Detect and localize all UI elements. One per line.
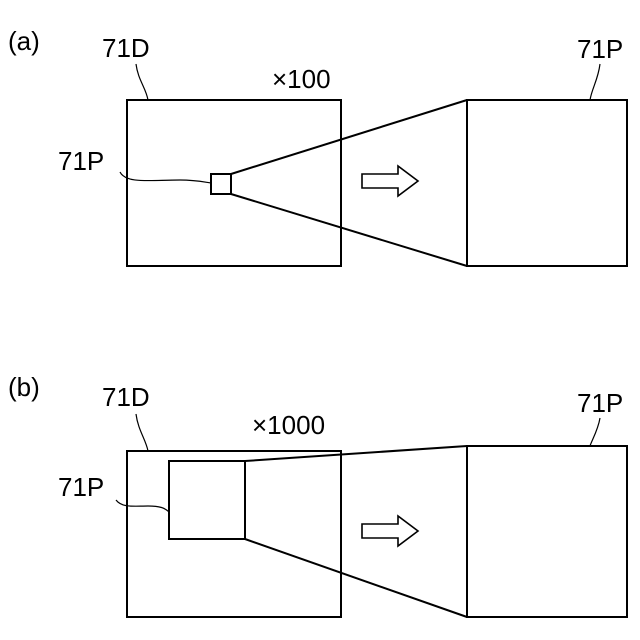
panel-b-enlarged-frame <box>467 446 627 617</box>
panel-a-display-leader <box>136 64 148 100</box>
panel-b-enlarged-leader <box>590 418 600 446</box>
panel-a: (a) 71D ×100 71P 71P <box>8 26 627 266</box>
panel-a-enlarged-label: 71P <box>577 34 623 64</box>
panel-b-region-leader <box>116 500 169 512</box>
panel-b-projection-bottom <box>245 539 467 617</box>
panel-b: (b) 71D ×1000 71P 71P <box>8 372 627 617</box>
panel-a-region-label: 71P <box>58 146 104 176</box>
panel-b-tag: (b) <box>8 372 40 402</box>
panel-a-enlarged-leader <box>590 64 600 100</box>
panel-a-region-box <box>211 174 231 194</box>
panel-a-projection-top <box>231 100 467 174</box>
panel-a-tag: (a) <box>8 26 40 56</box>
right-arrow-icon <box>362 516 418 546</box>
panel-b-region-label: 71P <box>58 472 104 502</box>
panel-b-region-box <box>169 461 245 539</box>
panel-b-projection-top <box>245 446 467 461</box>
panel-a-magnification: ×100 <box>272 64 331 94</box>
right-arrow-icon <box>362 166 418 196</box>
panel-a-display-frame <box>127 100 341 266</box>
panel-b-display-frame <box>127 451 341 617</box>
panel-a-enlarged-frame <box>467 100 627 266</box>
panel-b-display-leader <box>136 414 148 451</box>
panel-a-projection-bottom <box>231 194 467 266</box>
panel-b-enlarged-label: 71P <box>577 388 623 418</box>
panel-a-display-label: 71D <box>102 33 150 63</box>
panel-b-magnification: ×1000 <box>252 410 325 440</box>
panel-b-display-label: 71D <box>102 382 150 412</box>
panel-a-region-leader <box>120 172 211 183</box>
